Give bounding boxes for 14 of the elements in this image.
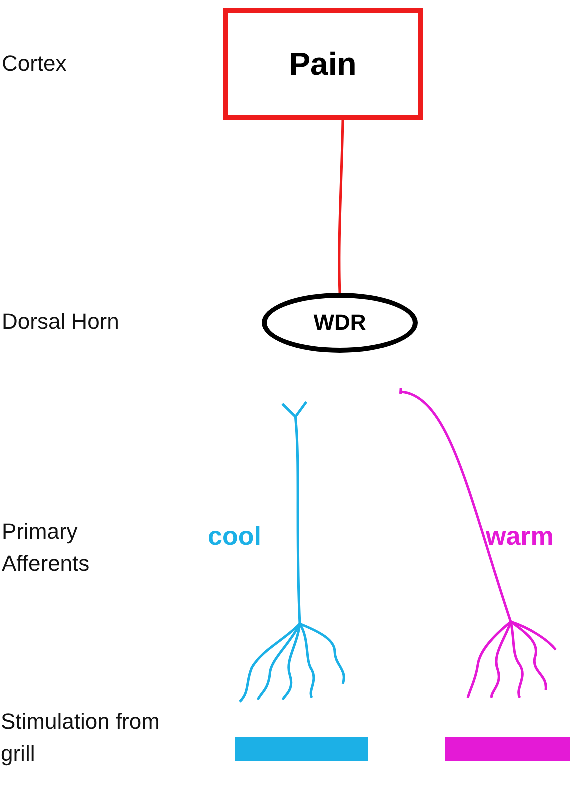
- stimulus-bar: [445, 737, 570, 761]
- edge-label: cool: [208, 521, 262, 552]
- level-label: Primary Afferents: [2, 518, 91, 578]
- nerve-fiber: [282, 401, 308, 624]
- node-label: Pain: [289, 46, 357, 82]
- stimulus-bar: [235, 737, 368, 761]
- level-label: Dorsal Horn: [2, 308, 120, 336]
- cortex-box: [223, 8, 423, 120]
- dendrite-drawing: [466, 620, 558, 700]
- edge-label: warm: [486, 521, 554, 552]
- level-label: Stimulation from grill: [1, 708, 161, 768]
- nerve-fiber: [338, 120, 344, 294]
- node-label: WDR: [314, 310, 366, 336]
- level-label: Cortex: [2, 50, 67, 78]
